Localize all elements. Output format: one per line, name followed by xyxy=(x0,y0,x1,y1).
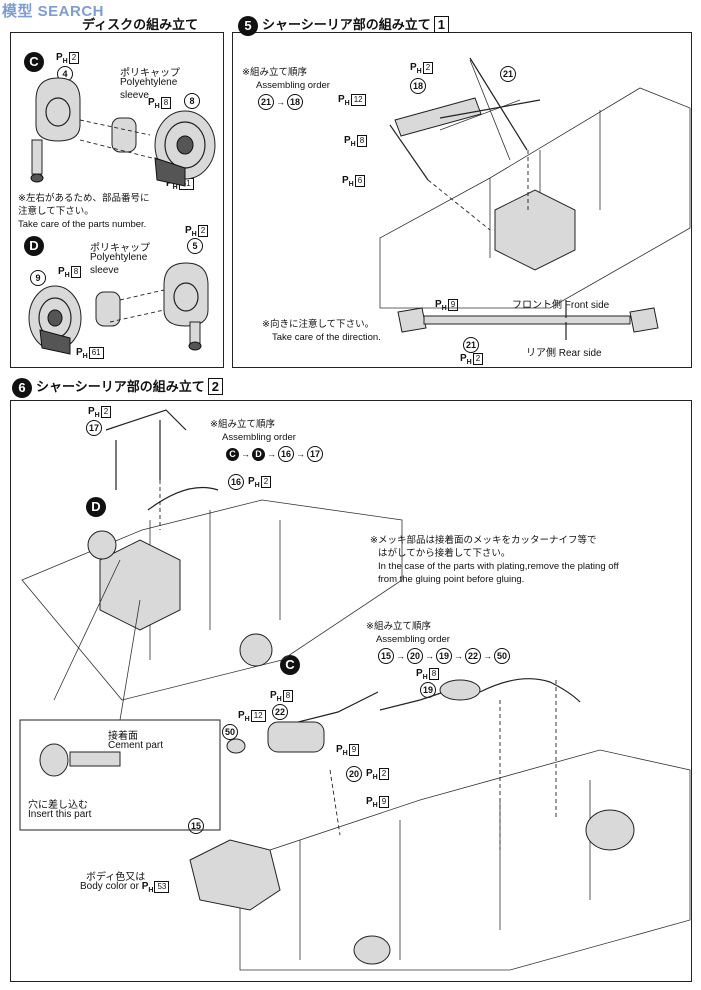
brake-disc-assembly-c xyxy=(30,77,216,187)
part-number: 20 xyxy=(346,766,362,782)
plating-note: ※メッキ部品は接着面のメッキをカッターナイフ等で はがしてから接着して下さい。 … xyxy=(370,535,619,585)
part-number: 15 xyxy=(188,818,204,834)
underbody-chassis xyxy=(189,749,691,971)
assembly-order-ja: ※組み立て順序 xyxy=(210,419,275,430)
rear-side-label: リア側 Rear side xyxy=(526,348,602,359)
exhaust-system xyxy=(226,678,581,850)
cap-label-en: Polyehtylene xyxy=(90,252,148,263)
direction-note-ja: ※向きに注意して下さい。 xyxy=(262,319,375,330)
body-color-ja: ボディ色又は xyxy=(86,872,146,883)
step5-panel xyxy=(232,32,692,368)
step4-panel xyxy=(10,32,224,368)
assembly-order-en: Assembling order xyxy=(222,432,296,443)
part-number: 17 xyxy=(86,420,102,436)
part-number: 5 xyxy=(187,238,203,254)
cap-label-ja: ポリキャップ xyxy=(120,68,180,79)
badge-d: D xyxy=(24,236,44,256)
badge-c: C xyxy=(24,52,44,72)
step6-panel xyxy=(10,400,692,982)
brake-disc-assembly-d xyxy=(28,262,209,355)
cement-label-en: Cement part xyxy=(108,740,164,751)
badge-c: C xyxy=(280,655,300,675)
part-number: 18 xyxy=(410,78,426,94)
part-number: 9 xyxy=(30,270,46,286)
direction-note-en: Take care of the direction. xyxy=(272,332,381,343)
insert-label-ja: 穴に差し込む xyxy=(28,800,88,811)
part-number: 16 xyxy=(228,474,244,490)
part-number: 21 xyxy=(500,66,516,82)
part-number: 22 xyxy=(272,704,288,720)
badge-d: D xyxy=(86,497,106,517)
part-number: 50 xyxy=(222,724,238,740)
cap-label-ja: ポリキャップ xyxy=(90,243,150,254)
assembly-order-en: Assembling order xyxy=(376,634,450,645)
part-number: 21 xyxy=(463,337,479,353)
cement-label-ja: 接着面 xyxy=(108,731,138,742)
front-side-label: フロント側 Front side xyxy=(512,300,610,311)
parts-note-ja: ※左右があるため、部品番号に注意して下さい。Take care of the p… xyxy=(18,193,150,230)
strut-bar-21 xyxy=(397,300,659,340)
rear-chassis-step5 xyxy=(379,57,691,309)
cap-label-en: Polyehtylene xyxy=(120,77,178,88)
rear-chassis-step6 xyxy=(21,409,403,701)
cap-label-en2: sleeve xyxy=(90,265,119,276)
assembly-order-sequence: 15→ 20→ 19→ 22→ 50 xyxy=(378,648,510,664)
part-number: 8 xyxy=(184,93,200,109)
assembly-order-sequence: 21→18 xyxy=(258,94,303,110)
insert-label-en: Insert this part xyxy=(28,809,92,820)
assembly-order-ja: ※組み立て順序 xyxy=(242,67,307,78)
detail-inset xyxy=(19,559,221,831)
assembly-order-ja: ※組み立て順序 xyxy=(366,621,431,632)
cap-label-en2: sleeve xyxy=(120,90,149,101)
watermark-logo: 模型 SEARCH xyxy=(2,3,105,20)
assembly-order-en: Assembling order xyxy=(256,80,330,91)
step4-title: ディスクの組み立て xyxy=(82,17,199,32)
assembly-order-sequence: C→ D→ 16→ 17 xyxy=(226,446,323,462)
